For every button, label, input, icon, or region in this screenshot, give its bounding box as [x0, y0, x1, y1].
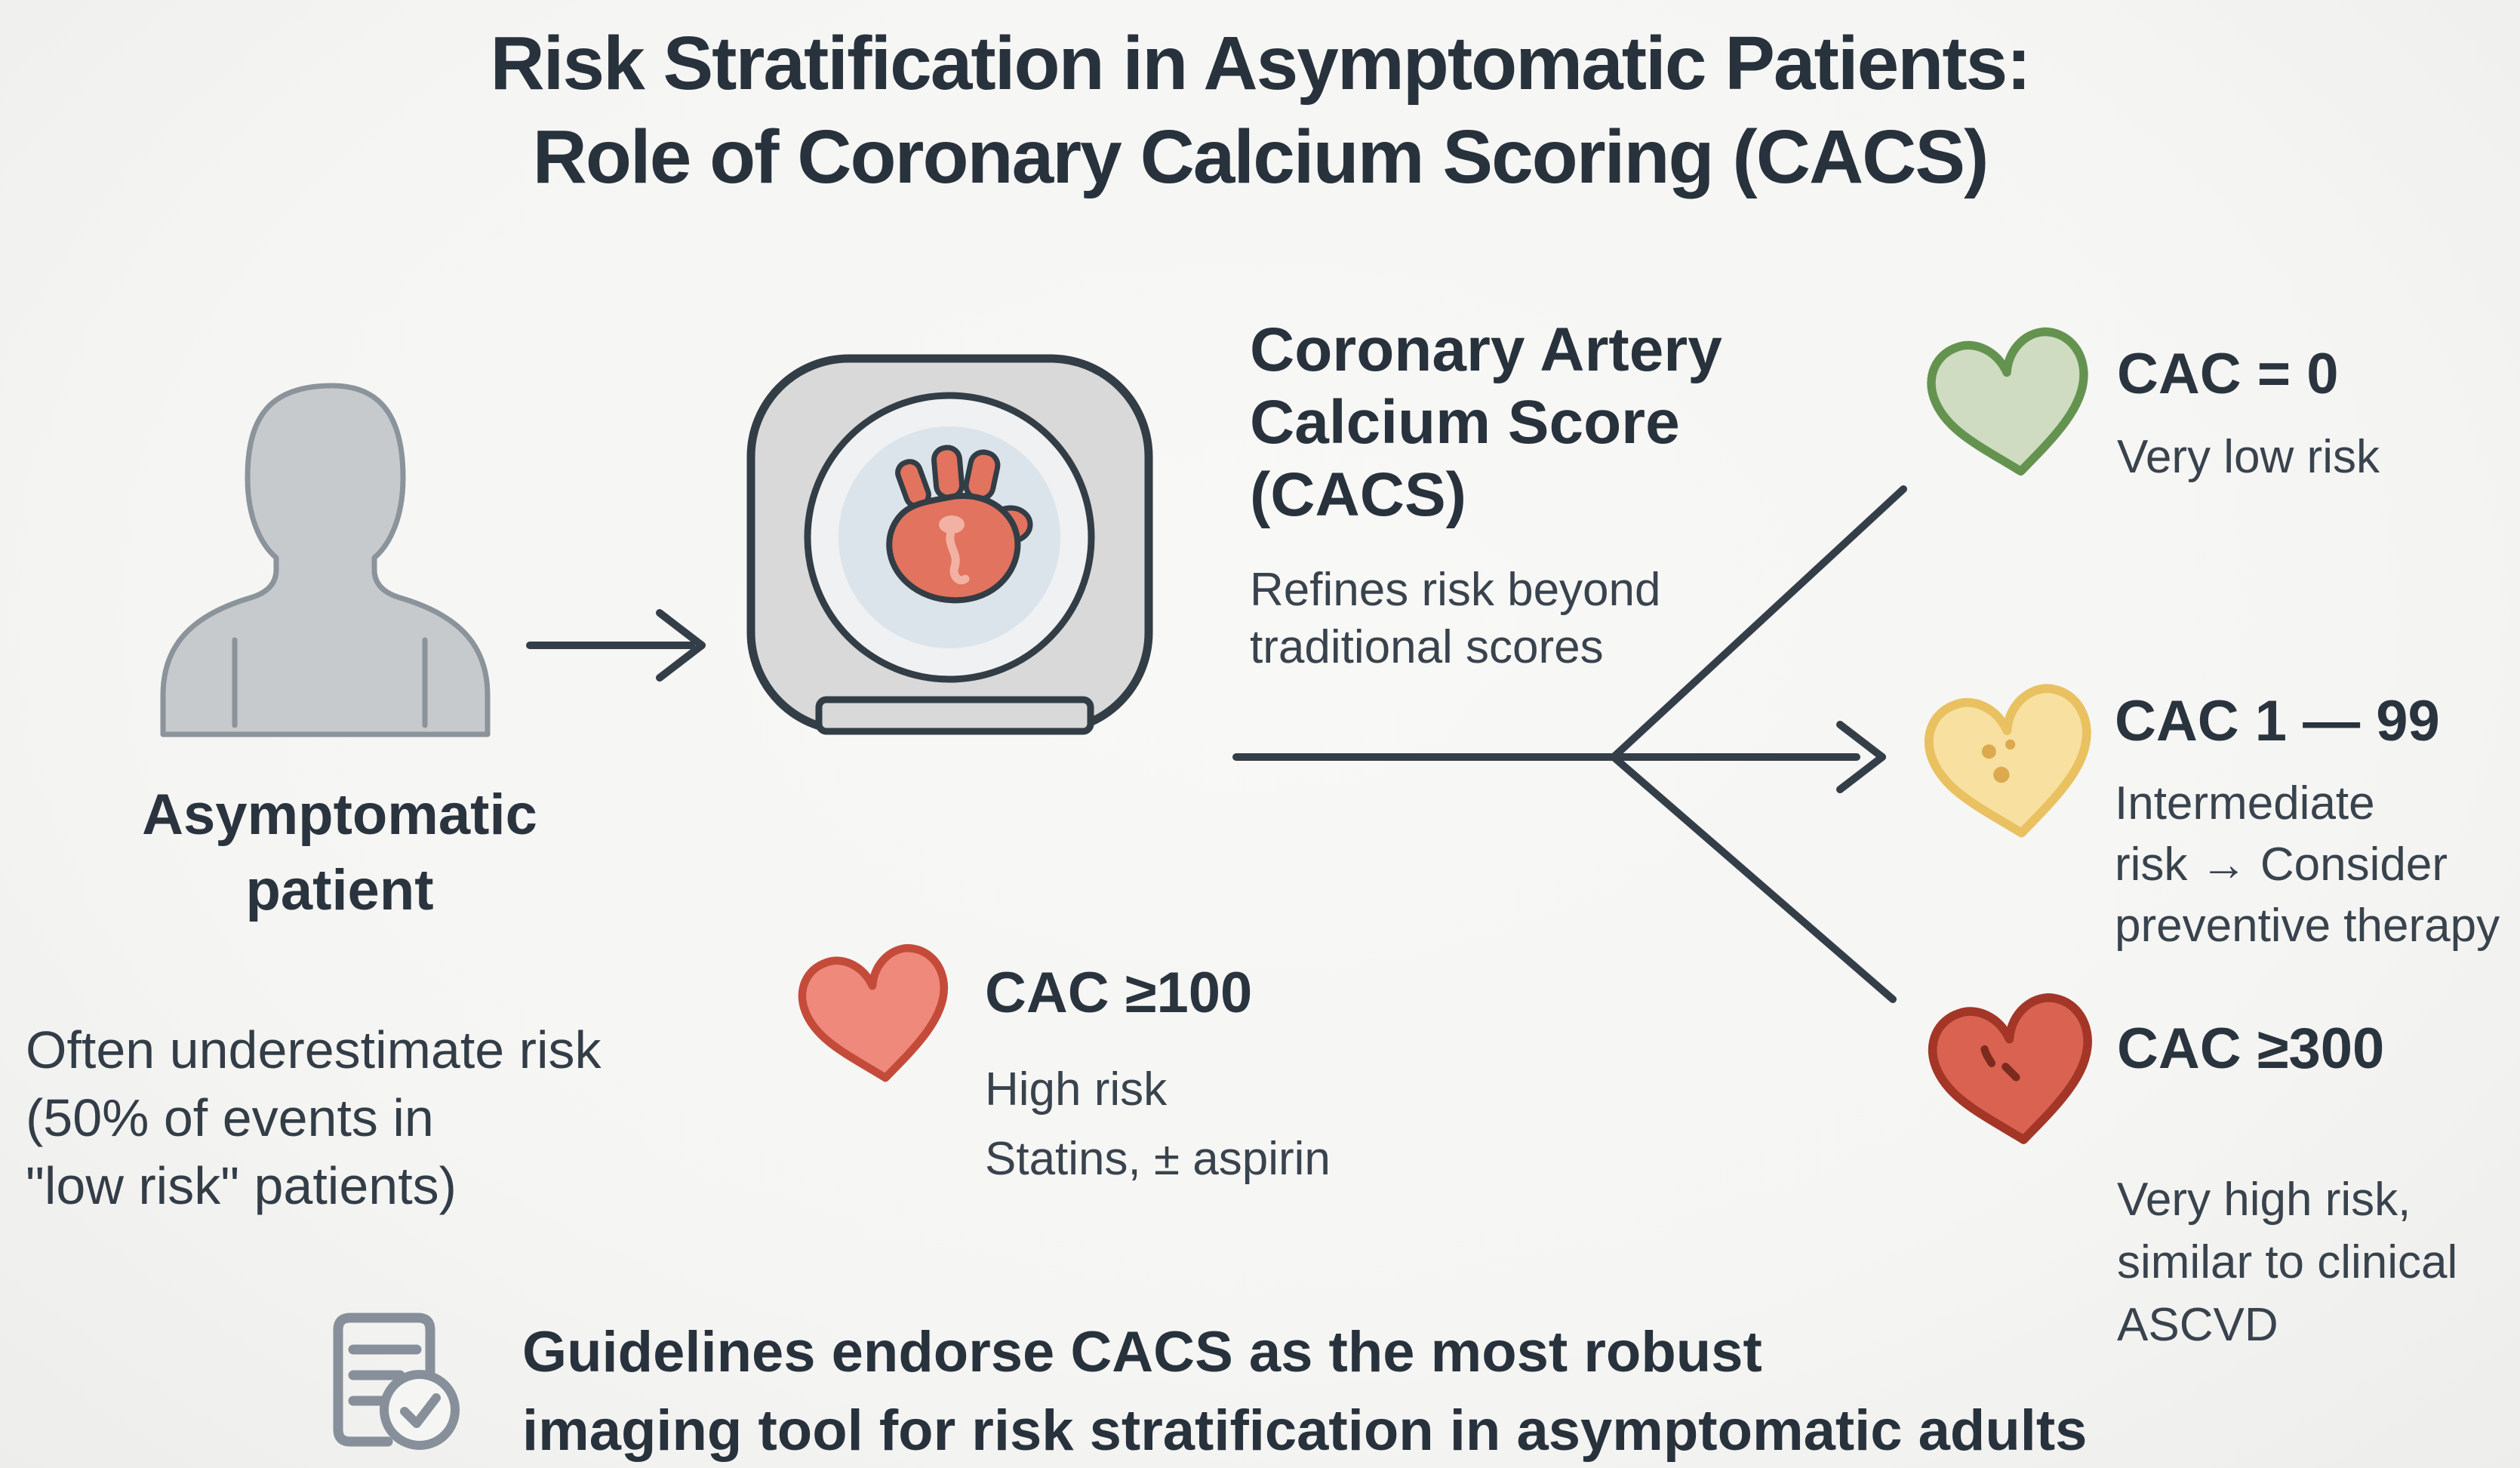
cac100-label: CAC ≥100 [985, 961, 1253, 1025]
page-title: Risk Stratification in Asymptomatic Pati… [0, 17, 2520, 204]
page-title-line2: Role of Coronary Calcium Scoring (CACS) [532, 115, 1989, 199]
cac100-desc: High risk Statins, ± aspirin [985, 1063, 1331, 1185]
cac0-label: CAC = 0 [2117, 342, 2339, 406]
cac300-desc: Very high risk, similar to clinical ASCV… [2117, 1174, 2458, 1351]
red-heart-icon [1928, 993, 2092, 1144]
cac1to99-label: CAC 1 — 99 [2115, 689, 2440, 753]
document-check-icon [333, 1313, 460, 1450]
scan-heart-icon [886, 445, 1033, 604]
cac1to99-desc: Intermediate risk → Consider preventive … [2115, 777, 2500, 952]
cacs-heading: Coronary Artery Calcium Score (CACS) [1250, 315, 1722, 529]
patient-label: Asymptomatic patient [142, 783, 537, 922]
page-title-line1: Risk Stratification in Asymptomatic Pati… [490, 21, 2031, 106]
fork-arrowhead-bottom [1836, 753, 1886, 793]
cac0-desc: Very low risk [2117, 431, 2380, 483]
yellow-heart-icon [1924, 684, 2091, 838]
green-heart-icon [1927, 327, 2088, 476]
guidelines-statement: Guidelines endorse CACS as the most robu… [522, 1320, 2088, 1463]
cacs-subtext: Refines risk beyond traditional scores [1250, 564, 1661, 673]
patient-arrowhead-top [656, 609, 706, 649]
check-mark [400, 1393, 441, 1428]
cac300-label: CAC ≥300 [2117, 1017, 2385, 1081]
ct-scanner-icon [746, 354, 1153, 735]
salmon-heart-icon [798, 943, 949, 1082]
document-outline [333, 1313, 435, 1447]
patient-arrowhead-bottom [656, 642, 706, 682]
patient-risk-note: Often underestimate risk (50% of events … [26, 1020, 602, 1215]
check-circle [380, 1370, 460, 1450]
fork-branch-up [1610, 485, 1907, 761]
fork-branch-down [1610, 753, 1897, 1003]
fork-arrowhead-top [1836, 721, 1886, 761]
person-icon [160, 383, 491, 737]
